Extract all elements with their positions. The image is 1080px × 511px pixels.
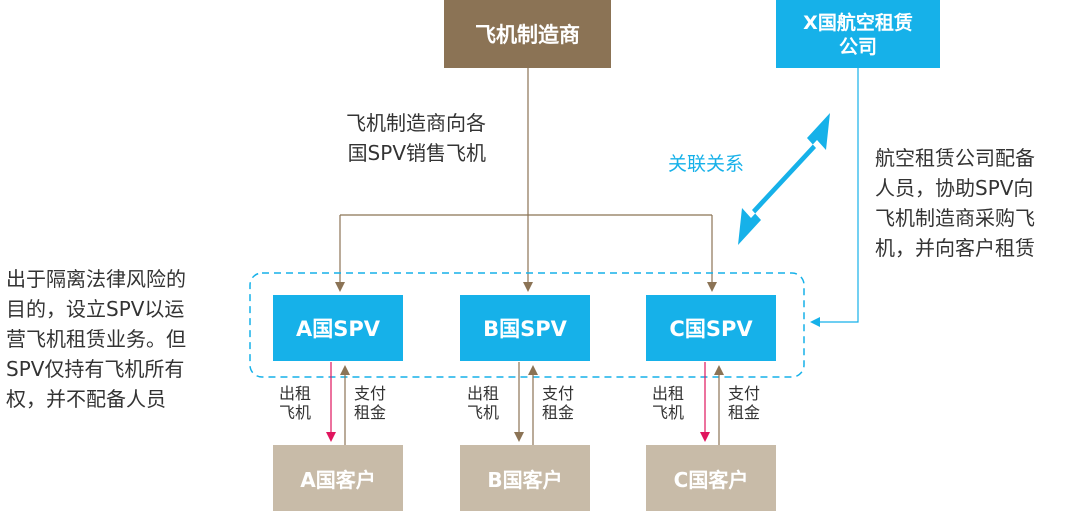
lease-out-label-b: 出租 飞机 [467,384,499,422]
pay-line: 租金 [542,403,575,422]
relation-double-arrow [738,113,830,245]
spv-box-c: C国SPV [646,295,776,361]
manufacturer-note: 飞机制造商向各 国SPV销售飞机 [346,108,486,168]
customer-label: B国客户 [487,467,563,492]
lease-out-line: 出租 [279,384,312,403]
lessor-note-line: 飞机制造商采购飞 [875,206,1035,230]
pay-line: 租金 [728,403,761,422]
pay-line: 支付 [728,384,761,403]
lease-out-line: 飞机 [652,403,685,422]
lease-out-label-c: 出租 飞机 [652,384,684,422]
relation-label: 关联关系 [668,153,745,175]
customer-label: A国客户 [300,467,376,492]
lease-out-line: 出租 [467,384,500,403]
spv-box-b: B国SPV [460,295,590,361]
spv-box-a: A国SPV [273,295,403,361]
customer-box-b: B国客户 [460,445,590,511]
spv-note-line: 营飞机租赁业务。但 [6,327,186,351]
spv-label: A国SPV [295,317,381,341]
pay-line: 支付 [354,384,387,403]
spv-label: C国SPV [669,317,753,341]
lease-out-line: 飞机 [279,403,312,422]
pay-label-a: 支付 租金 [354,384,386,422]
lessor-label-line2: 公司 [838,36,877,58]
manufacturer-note-line: 国SPV销售飞机 [347,141,486,165]
customer-box-a: A国客户 [273,445,403,511]
lease-out-line: 飞机 [467,403,500,422]
spv-note-line: 目的，设立SPV以运 [6,297,185,321]
lessor-box: X国航空租赁 公司 [776,0,940,68]
spv-label: B国SPV [483,317,567,341]
spv-group-box [249,272,805,378]
spv-note-line: 出于隔离法律风险的 [6,267,186,291]
pay-label-c: 支付 租金 [728,384,760,422]
manufacturer-box: 飞机制造商 [444,0,611,68]
manufacturer-note-line: 飞机制造商向各 [346,111,486,135]
spv-note-line: SPV仅持有飞机所有 [6,357,185,381]
manufacturer-label: 飞机制造商 [475,23,580,47]
pay-label-b: 支付 租金 [542,384,574,422]
lease-out-line: 出租 [652,384,685,403]
spv-note-line: 权，并不配备人员 [6,387,166,411]
pay-line: 租金 [354,403,387,422]
lessor-note-line: 航空租赁公司配备 [875,146,1035,170]
customer-box-c: C国客户 [646,445,776,511]
lessor-note-line: 机，并向客户租赁 [875,236,1035,260]
lessor-note-line: 人员，协助SPV向 [875,176,1034,200]
customer-label: C国客户 [673,467,749,492]
lessor-label-line1: X国航空租赁 [803,12,913,34]
lease-out-label-a: 出租 飞机 [279,384,311,422]
pay-line: 支付 [542,384,575,403]
manufacturer-distribution [335,68,717,292]
lease-payment-arrows [326,362,724,445]
spv-note: 出于隔离法律风险的 目的，设立SPV以运 营飞机租赁业务。但 SPV仅持有飞机所… [6,264,186,414]
lessor-note: 航空租赁公司配备 人员，协助SPV向 飞机制造商采购飞 机，并向客户租赁 [875,143,1035,263]
lessor-to-spv-line [810,68,859,327]
